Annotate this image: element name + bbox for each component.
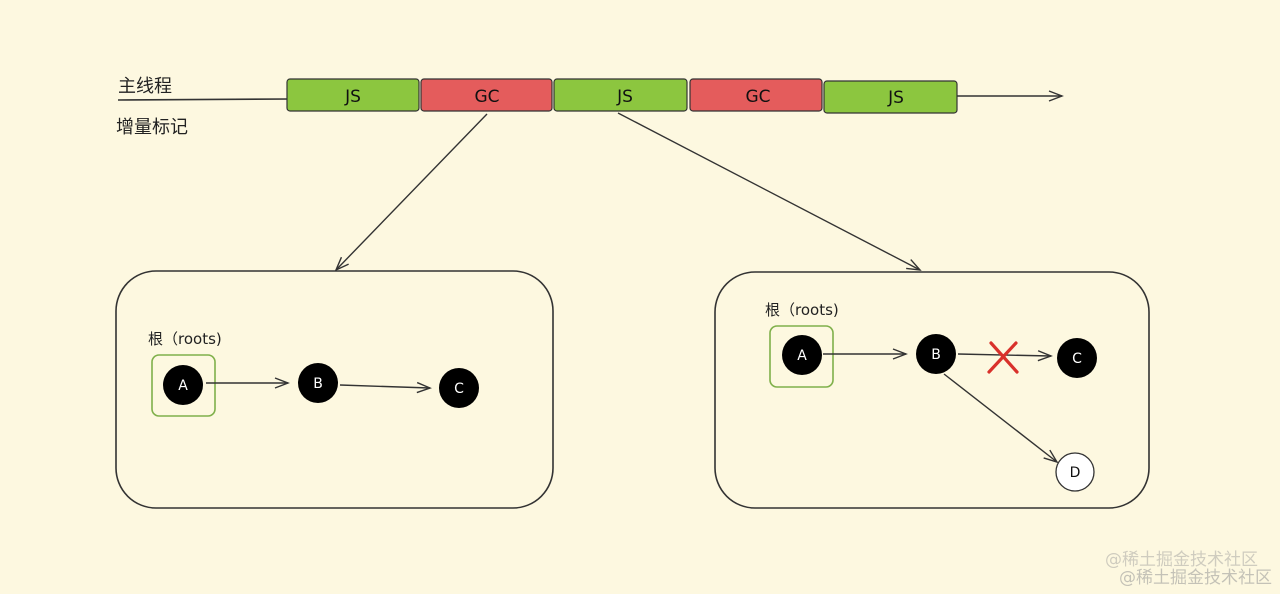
segment-label: JS — [344, 87, 361, 107]
watermark-shadow: @稀土掘金技术社区 — [1105, 550, 1258, 570]
timeline-segment-1: JS — [286, 78, 420, 112]
main-thread-label: 主线程 — [118, 76, 172, 97]
segment-label: JS — [616, 87, 633, 107]
timeline-segment-5: JS — [823, 80, 958, 114]
svg-text:C: C — [1072, 351, 1082, 367]
timeline-segment-4: GC — [689, 78, 823, 112]
node-b: B — [298, 363, 338, 403]
js-to-right-panel-arrow — [617, 112, 922, 271]
timeline-line-start — [117, 98, 291, 101]
svg-text:C: C — [454, 381, 464, 397]
node-a: A — [782, 335, 822, 375]
edge-b-d — [943, 373, 1059, 464]
svg-text:A: A — [797, 348, 807, 364]
timeline-segment-3: JS — [553, 78, 688, 112]
node-c: C — [1057, 338, 1097, 378]
root-box — [151, 354, 216, 417]
segment-label: JS — [887, 88, 904, 108]
left-panel: 根（roots) A B C — [115, 270, 554, 509]
segment-label: GC — [474, 87, 499, 107]
svg-text:D: D — [1070, 465, 1081, 481]
edge-b-c — [339, 381, 432, 394]
incremental-marking-label: 增量标记 — [116, 117, 188, 138]
roots-label: 根（roots) — [148, 330, 222, 348]
root-box — [769, 325, 834, 388]
segment-label: GC — [745, 87, 770, 107]
timeline-segment-2: GC — [420, 78, 553, 112]
cross-icon — [987, 341, 1019, 374]
node-c: C — [439, 368, 479, 408]
svg-text:B: B — [313, 376, 323, 392]
gc-to-left-panel-arrow — [334, 113, 488, 272]
watermark: @稀土掘金技术社区 — [1119, 568, 1272, 588]
roots-label: 根（roots) — [765, 301, 839, 319]
node-a: A — [163, 365, 203, 405]
node-b: B — [916, 334, 956, 374]
svg-text:A: A — [178, 378, 188, 394]
svg-text:B: B — [931, 347, 941, 363]
right-panel: 根（roots) A B C D — [714, 271, 1150, 509]
node-d: D — [1055, 452, 1095, 492]
